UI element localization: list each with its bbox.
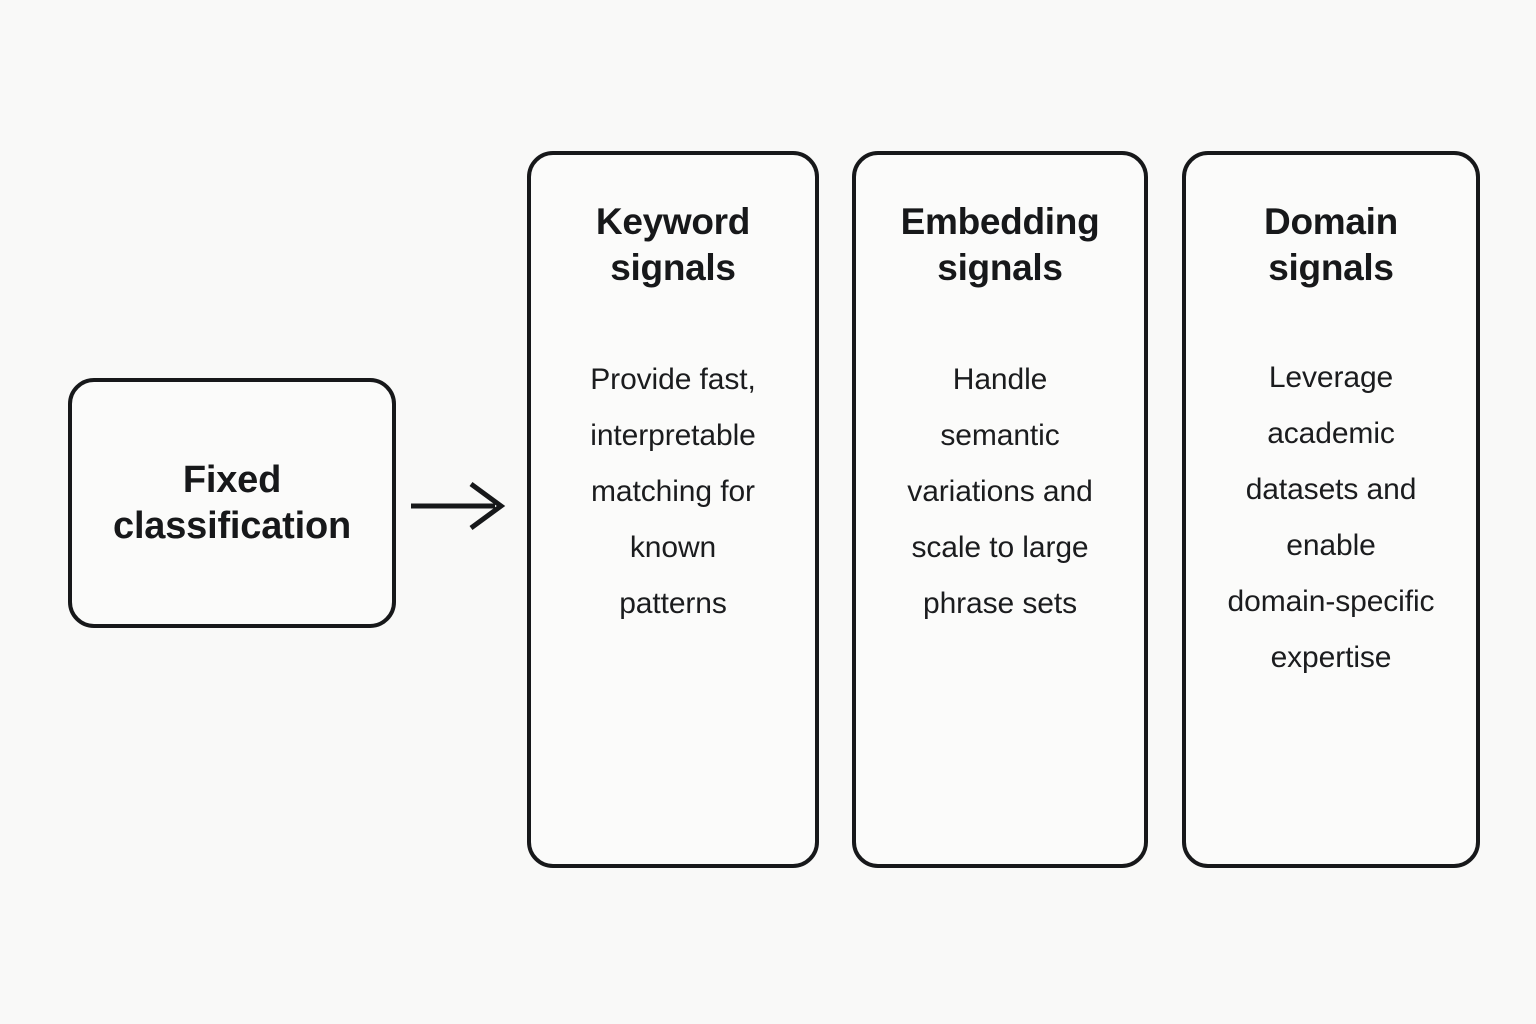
arrow-right-icon xyxy=(409,480,511,532)
signal-card-title: Domain signals xyxy=(1264,201,1398,288)
signal-card-title: Embedding signals xyxy=(900,201,1100,288)
signal-card-domain[interactable]: Domain signals Leverage academic dataset… xyxy=(1182,151,1480,868)
signal-card-keyword[interactable]: Keyword signals Provide fast, interpreta… xyxy=(527,151,819,868)
signal-card-body: Handle semantic variations and scale to … xyxy=(907,363,1093,621)
signal-card-embedding[interactable]: Embedding signals Handle semantic variat… xyxy=(852,151,1148,868)
signal-card-body: Leverage academic datasets and enable do… xyxy=(1227,361,1435,675)
signal-card-title: Keyword signals xyxy=(595,201,751,288)
source-node-fixed-classification[interactable]: Fixed classification xyxy=(68,378,396,628)
signal-card-body: Provide fast, interpretable matching for… xyxy=(590,363,756,621)
source-node-label: Fixed classification xyxy=(113,458,351,547)
